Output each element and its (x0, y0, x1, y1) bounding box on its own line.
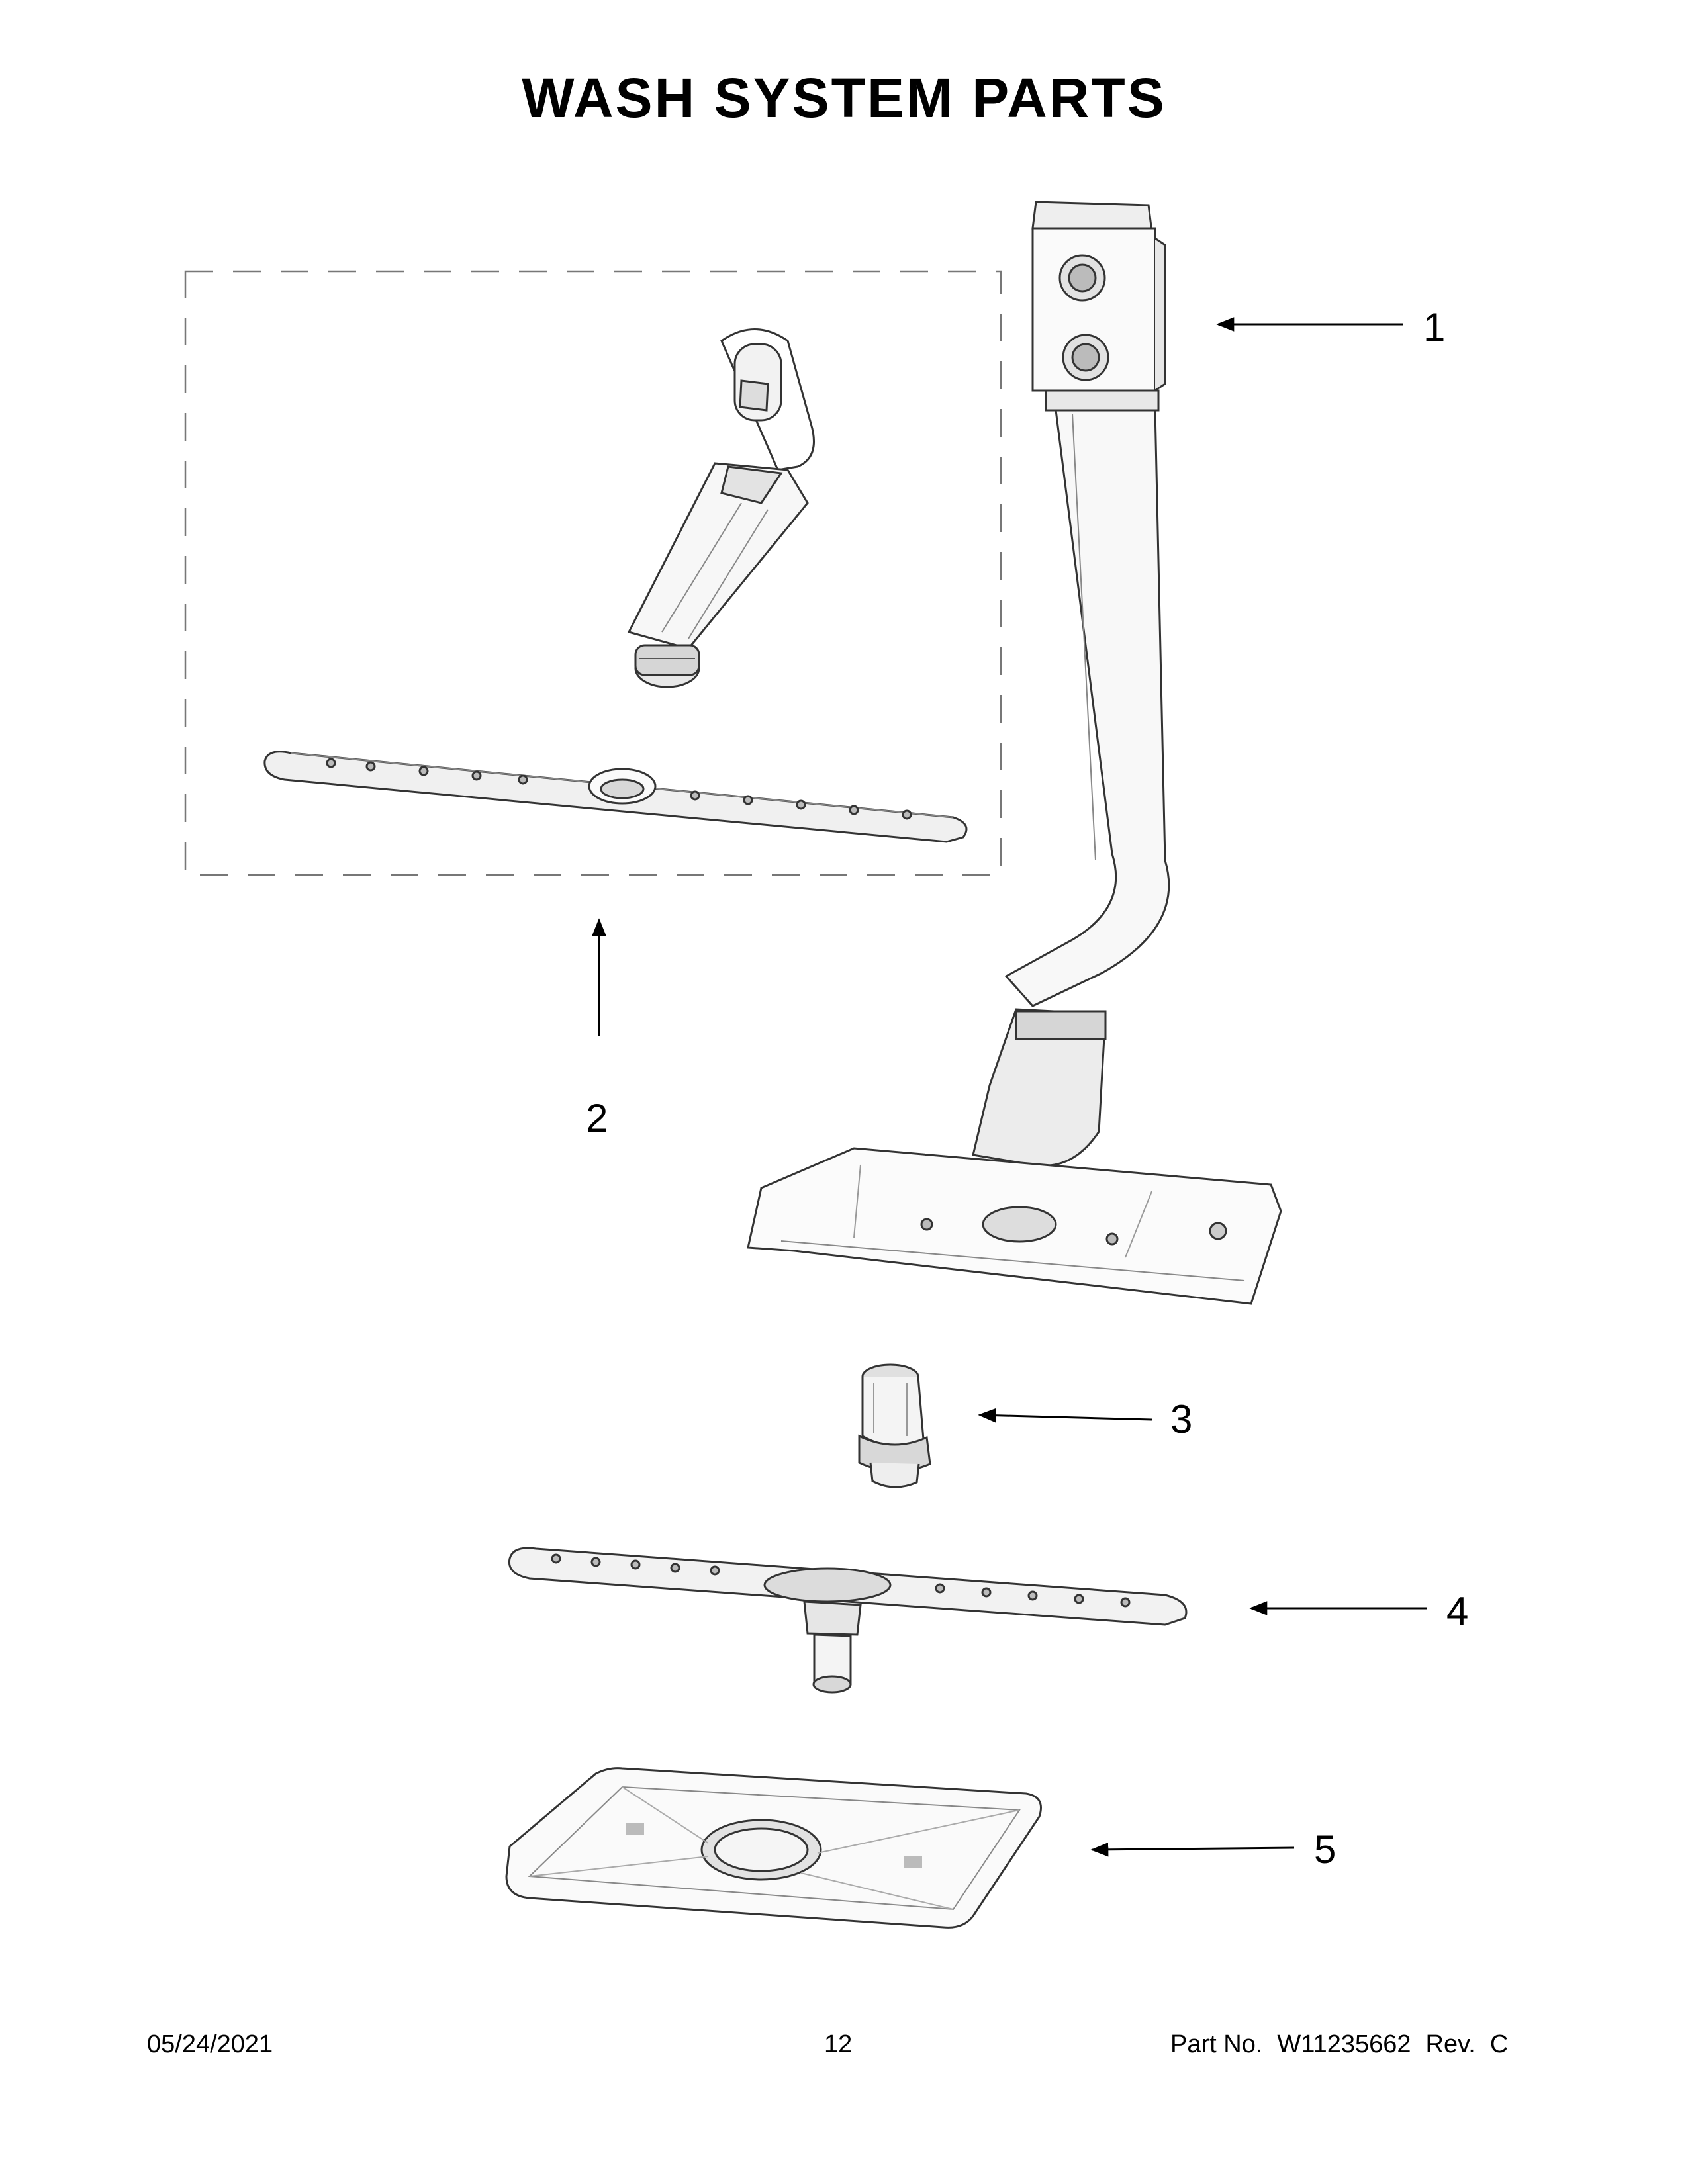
upper-spray-arm-illustration (263, 751, 968, 843)
footer-part-info: Part No. W11235662 Rev. C (1170, 2030, 1523, 2059)
footer-date: 05/24/2021 (147, 2030, 273, 2058)
lower-spray-arm-illustration (508, 1547, 1188, 1694)
callout-number-3: 3 (1170, 1397, 1192, 1441)
part-number: W11235662 (1277, 2030, 1411, 2058)
part-label: Part No. (1170, 2030, 1263, 2058)
callout-number-2: 2 (586, 1096, 608, 1140)
upper-spray-manifold-illustration (747, 201, 1282, 1305)
callout-number-4: 4 (1446, 1589, 1468, 1633)
footer-page-number: 12 (824, 2030, 853, 2058)
kit-boundary (184, 270, 1002, 876)
callout-arrow-3 (978, 1408, 1152, 1423)
spray-arm-bracket-illustration (505, 1767, 1042, 1929)
callout-arrow-5 (1090, 1842, 1295, 1857)
upper-spray-tube-illustration (627, 328, 815, 688)
rev-value: C (1489, 2030, 1509, 2058)
page-title: WASH SYSTEM PARTS (522, 67, 1166, 129)
spray-arm-bearing-illustration (858, 1363, 931, 1488)
callout-number-5: 5 (1314, 1827, 1336, 1872)
callout-number-1: 1 (1423, 305, 1445, 349)
rev-label: Rev. (1425, 2030, 1476, 2058)
